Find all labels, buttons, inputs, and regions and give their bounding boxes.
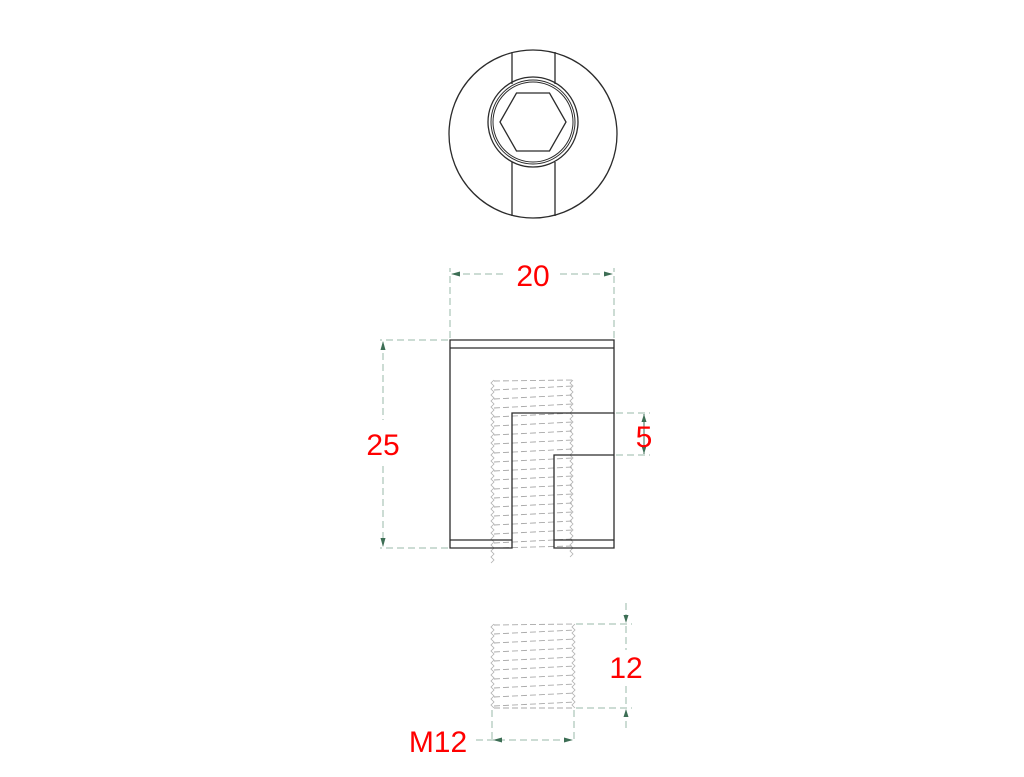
front-section-view bbox=[449, 339, 615, 564]
dimension-slot: 5 bbox=[616, 412, 653, 456]
dimension-label-slot: 5 bbox=[636, 421, 653, 454]
arrow-icon bbox=[380, 341, 386, 350]
body-outline-left bbox=[449, 339, 615, 549]
dimension-width: 20 bbox=[449, 260, 615, 338]
dimension-height: 25 bbox=[366, 339, 448, 549]
top-view bbox=[448, 49, 618, 219]
bore-ring-innermost bbox=[492, 81, 574, 163]
thread-left-edge bbox=[490, 379, 495, 564]
thread-left-edge bbox=[490, 623, 495, 709]
hex-socket-icon bbox=[499, 92, 567, 152]
arrow-icon bbox=[380, 538, 386, 547]
thread-pitch-lines bbox=[493, 623, 576, 709]
dimension-label-thread-length: 12 bbox=[609, 652, 642, 685]
arrow-icon bbox=[641, 446, 647, 454]
thread-right-edge bbox=[569, 379, 574, 558]
dimension-thread-size: M12 bbox=[409, 710, 575, 759]
internal-thread bbox=[490, 379, 574, 564]
arrow-icon bbox=[641, 414, 647, 422]
arrow-icon bbox=[623, 615, 629, 623]
arrow-icon bbox=[493, 737, 502, 743]
arrow-icon bbox=[451, 271, 460, 277]
arrow-icon bbox=[604, 271, 613, 277]
dimension-thread-length: 12 bbox=[576, 603, 643, 730]
arrow-icon bbox=[623, 709, 629, 717]
arrow-icon bbox=[564, 737, 573, 743]
bore-ring-outer bbox=[487, 76, 579, 168]
thread-pitch-lines bbox=[493, 379, 574, 549]
bore-ring-inner bbox=[490, 79, 576, 165]
dimension-label-height: 25 bbox=[366, 429, 399, 462]
thread-right-edge bbox=[571, 623, 576, 709]
dimension-label-thread-size: M12 bbox=[409, 726, 467, 759]
thread-detail-view bbox=[490, 623, 576, 709]
outer-circle bbox=[448, 49, 618, 219]
dimension-label-width: 20 bbox=[516, 260, 549, 293]
body-outline-right bbox=[553, 413, 615, 549]
